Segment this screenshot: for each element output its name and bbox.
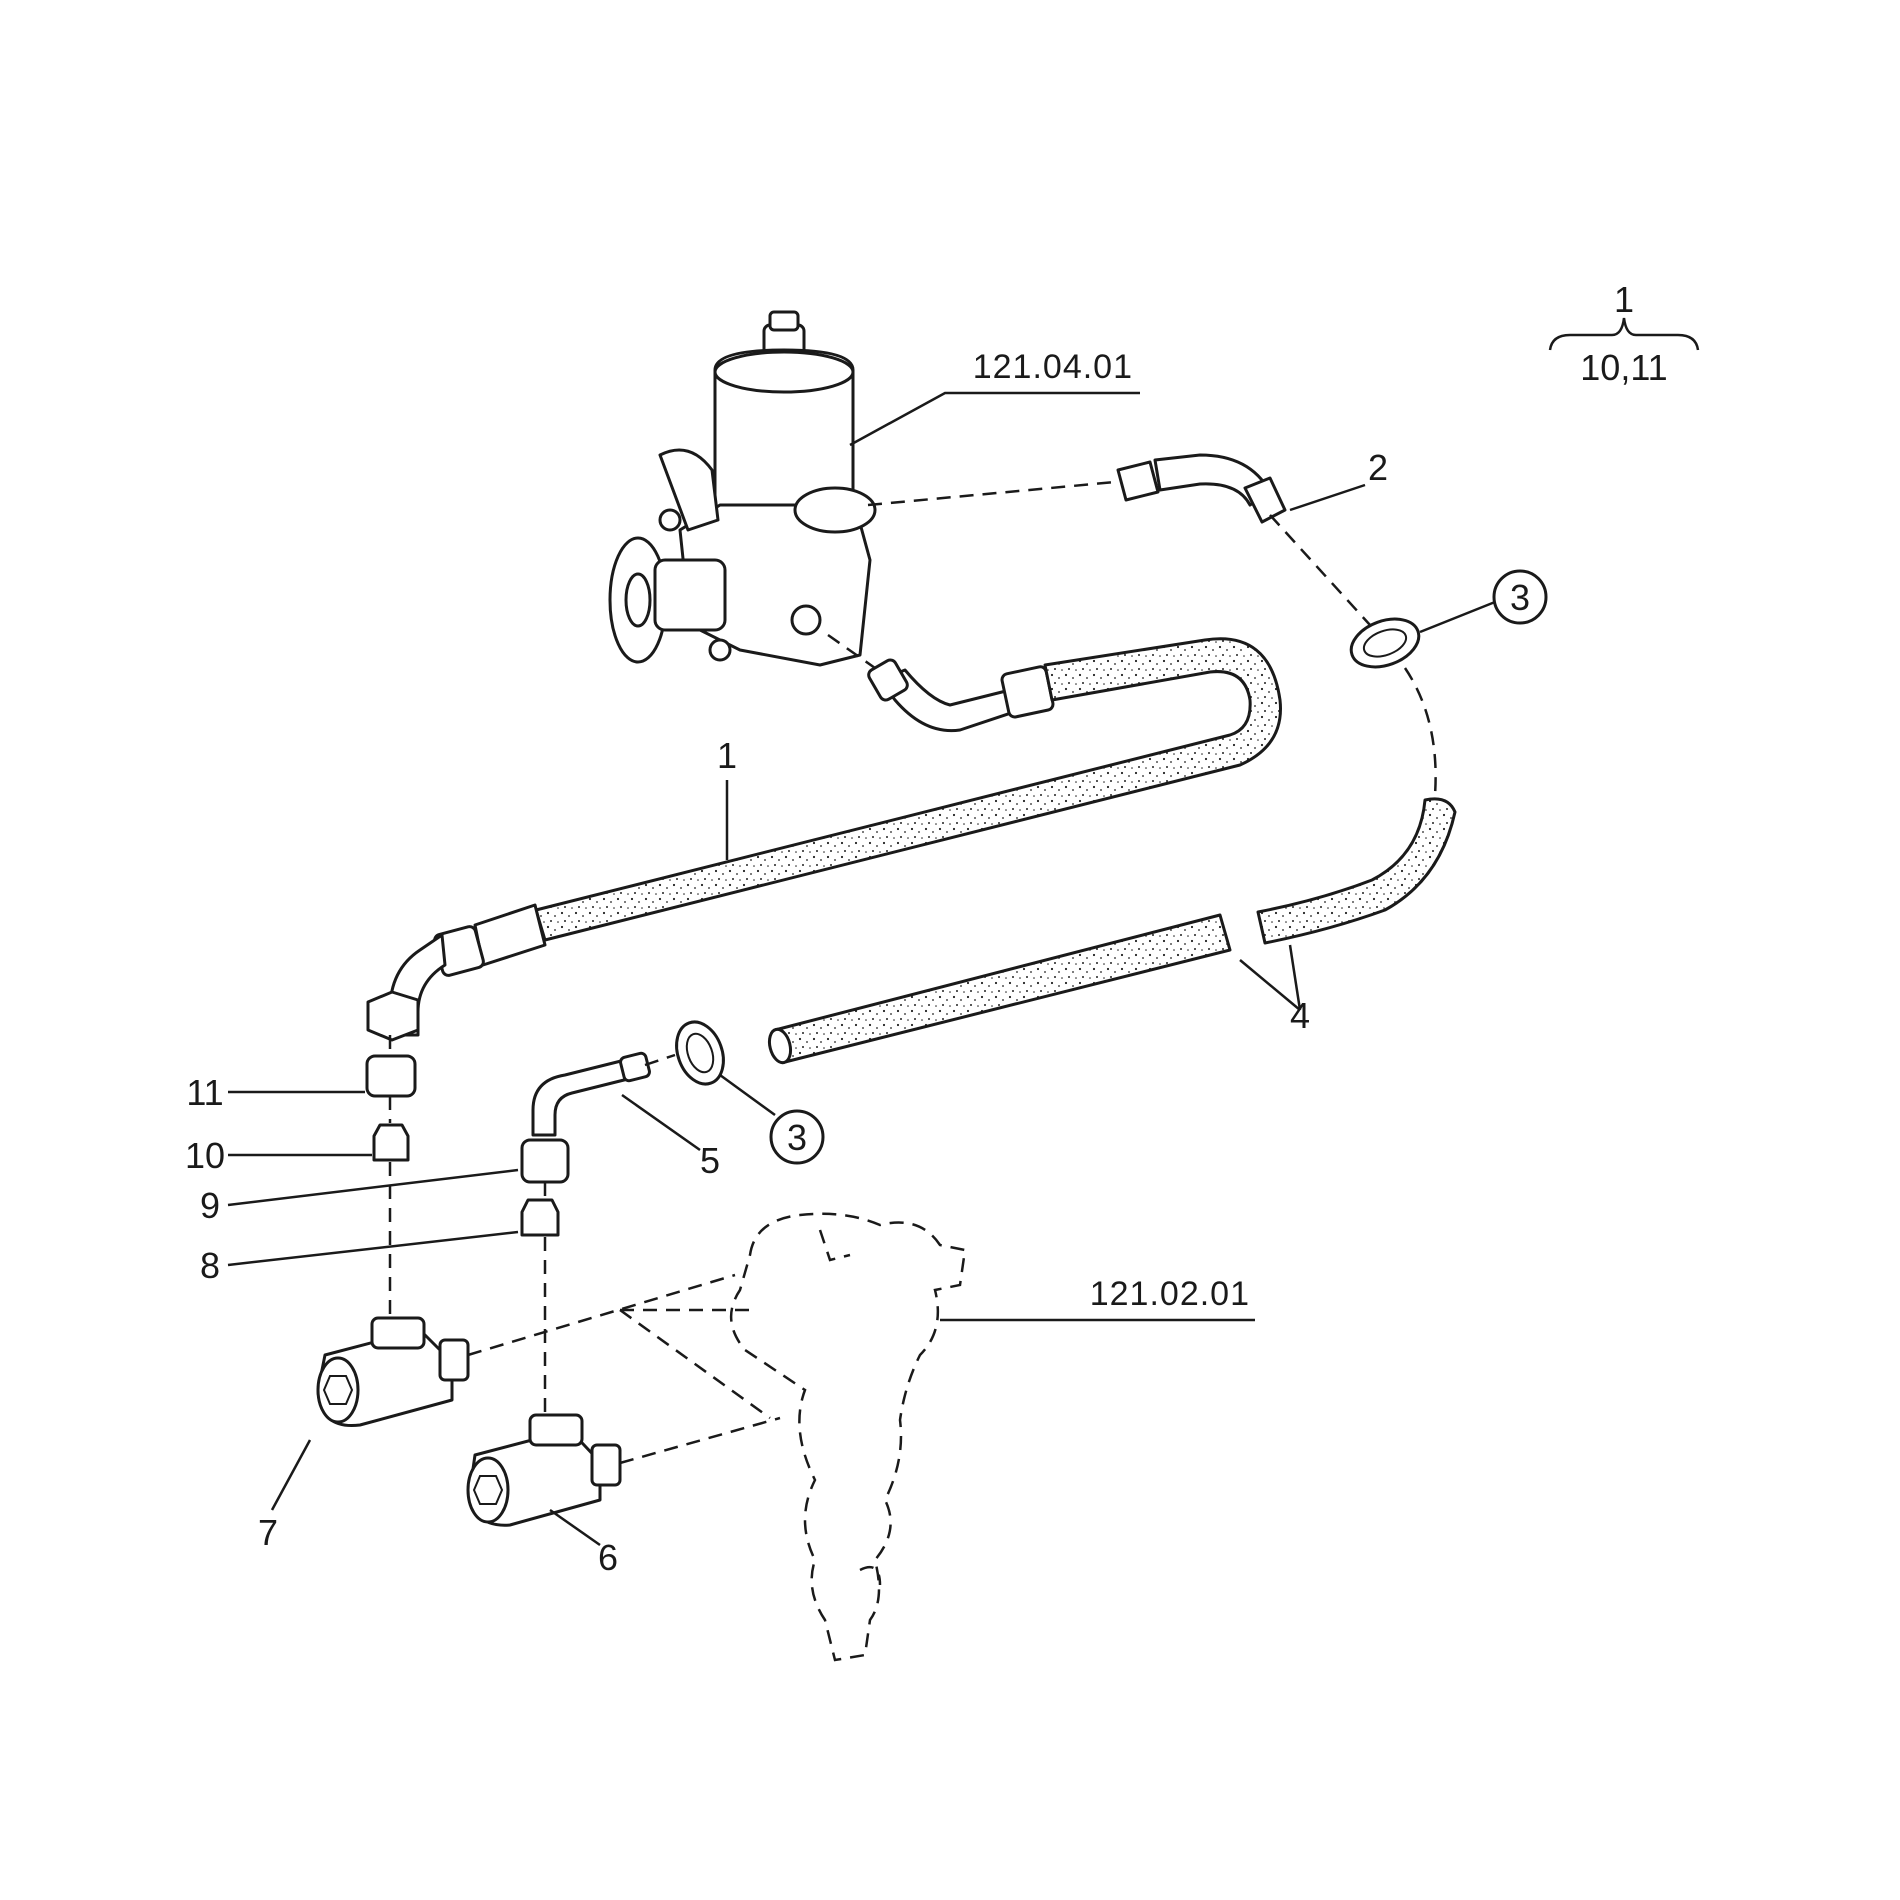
callout-6: 6 bbox=[598, 1537, 618, 1578]
callout-9: 9 bbox=[200, 1185, 220, 1226]
callout-3-upper: 3 bbox=[1510, 577, 1530, 618]
sleeve-8 bbox=[520, 1198, 560, 1237]
callout-circle-3-lower bbox=[769, 1109, 825, 1165]
return-hose bbox=[767, 797, 1457, 1065]
callout-7: 7 bbox=[258, 1512, 278, 1553]
hose-clamp-lower bbox=[675, 1020, 725, 1086]
callout-3-lower: 3 bbox=[787, 1117, 807, 1158]
callout-2: 2 bbox=[1368, 447, 1388, 488]
tee-fitting-6 bbox=[466, 1413, 622, 1527]
ref-steering-group: 121.02.01 bbox=[1090, 1275, 1250, 1313]
set-note bbox=[1548, 317, 1700, 351]
return-pipe bbox=[531, 1051, 651, 1137]
reference-leaders bbox=[849, 391, 1255, 1322]
ref-pump-group: 121.04.01 bbox=[973, 348, 1133, 386]
connection-lines bbox=[388, 480, 1437, 1465]
tee-fitting-7 bbox=[316, 1316, 470, 1428]
sleeve-10 bbox=[372, 1123, 410, 1162]
hose-clamp-upper bbox=[1349, 617, 1421, 669]
callout-4: 4 bbox=[1290, 995, 1310, 1036]
callout-circle-3-upper bbox=[1492, 569, 1548, 625]
callout-11: 11 bbox=[186, 1072, 223, 1113]
union-nut-9 bbox=[520, 1138, 570, 1184]
steering-gear-outline bbox=[729, 1212, 967, 1662]
pressure-hose bbox=[366, 637, 1282, 1042]
set-note-bottom: 10,11 bbox=[1580, 347, 1667, 388]
callout-leaders bbox=[227, 483, 1501, 1547]
power-steering-pump bbox=[608, 310, 877, 667]
return-line-elbow bbox=[1116, 453, 1287, 524]
callout-10: 10 bbox=[185, 1135, 225, 1176]
callout-8: 8 bbox=[200, 1245, 220, 1286]
set-note-top: 1 bbox=[1614, 279, 1634, 320]
callout-5: 5 bbox=[700, 1140, 720, 1181]
union-nut-11 bbox=[365, 1054, 417, 1098]
callout-1: 1 bbox=[717, 735, 737, 776]
